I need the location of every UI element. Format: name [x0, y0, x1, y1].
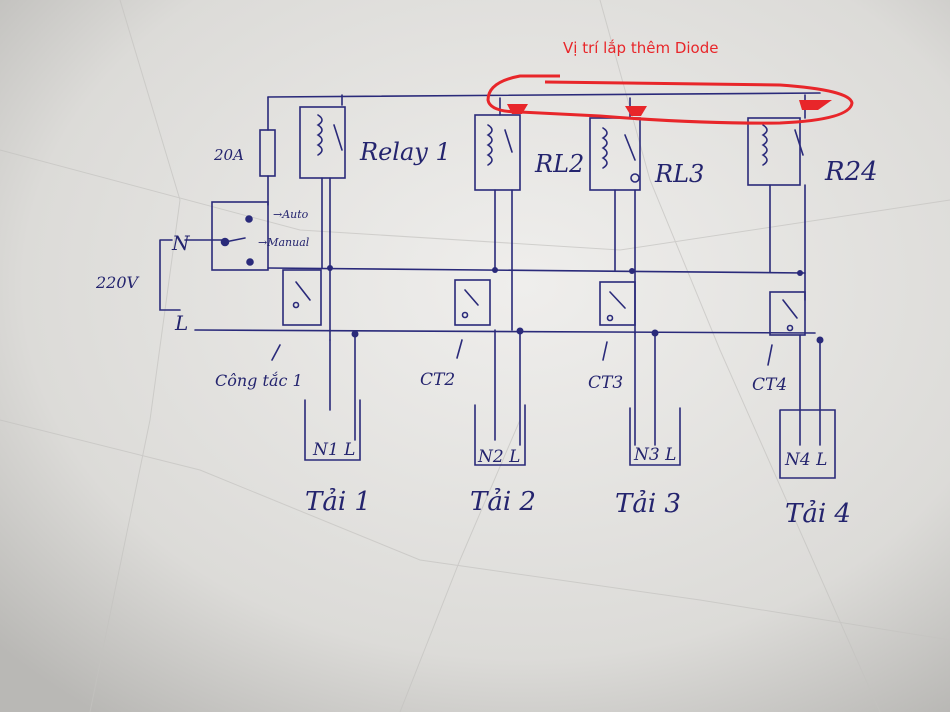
relay-1-label: Relay 1	[359, 138, 451, 166]
diode-location-outline	[486, 74, 854, 125]
load-4-label: Tải 4	[785, 499, 851, 529]
selector-manual-label: →Manual	[258, 236, 310, 249]
switch-3	[599, 281, 636, 361]
relay-3-label: RL3	[654, 160, 704, 188]
selector-switch	[211, 201, 269, 271]
switch-4-label: CT4	[752, 375, 787, 395]
fuse-symbol	[259, 129, 276, 177]
switch-2-label: CT2	[420, 370, 455, 390]
switch-4	[767, 291, 806, 366]
relay-2-label: RL2	[534, 150, 584, 178]
switch-1-label: Công tắc 1	[215, 371, 303, 390]
fuse-label: 20A	[213, 146, 244, 164]
selector-auto-label: →Auto	[273, 208, 309, 221]
relay-4-label: R24	[824, 157, 878, 187]
load-1-terminals: N1 L	[312, 440, 355, 460]
neutral-label: N	[171, 231, 191, 255]
junction-dots	[327, 265, 824, 344]
load-2-label: Tải 2	[470, 487, 536, 517]
load-4-terminals: N4 L	[784, 450, 827, 470]
wiring	[159, 92, 821, 446]
relay-2	[474, 114, 521, 191]
load-boxes	[304, 399, 836, 479]
voltage-label: 220V	[95, 273, 140, 292]
load-2-terminals: N2 L	[477, 447, 520, 467]
switch-3-label: CT3	[588, 373, 623, 393]
switch-2	[454, 279, 491, 359]
diode-annotation: Vị trí lắp thêm Diode	[563, 39, 718, 57]
relay-1	[299, 106, 346, 179]
diode-markers	[507, 100, 832, 116]
load-1-label: Tải 1	[305, 487, 371, 517]
load-3-label: Tải 3	[615, 489, 681, 519]
line-label: L	[174, 311, 188, 335]
relay-4	[747, 117, 804, 186]
load-3-terminals: N3 L	[633, 445, 676, 465]
switch-1	[271, 269, 322, 361]
